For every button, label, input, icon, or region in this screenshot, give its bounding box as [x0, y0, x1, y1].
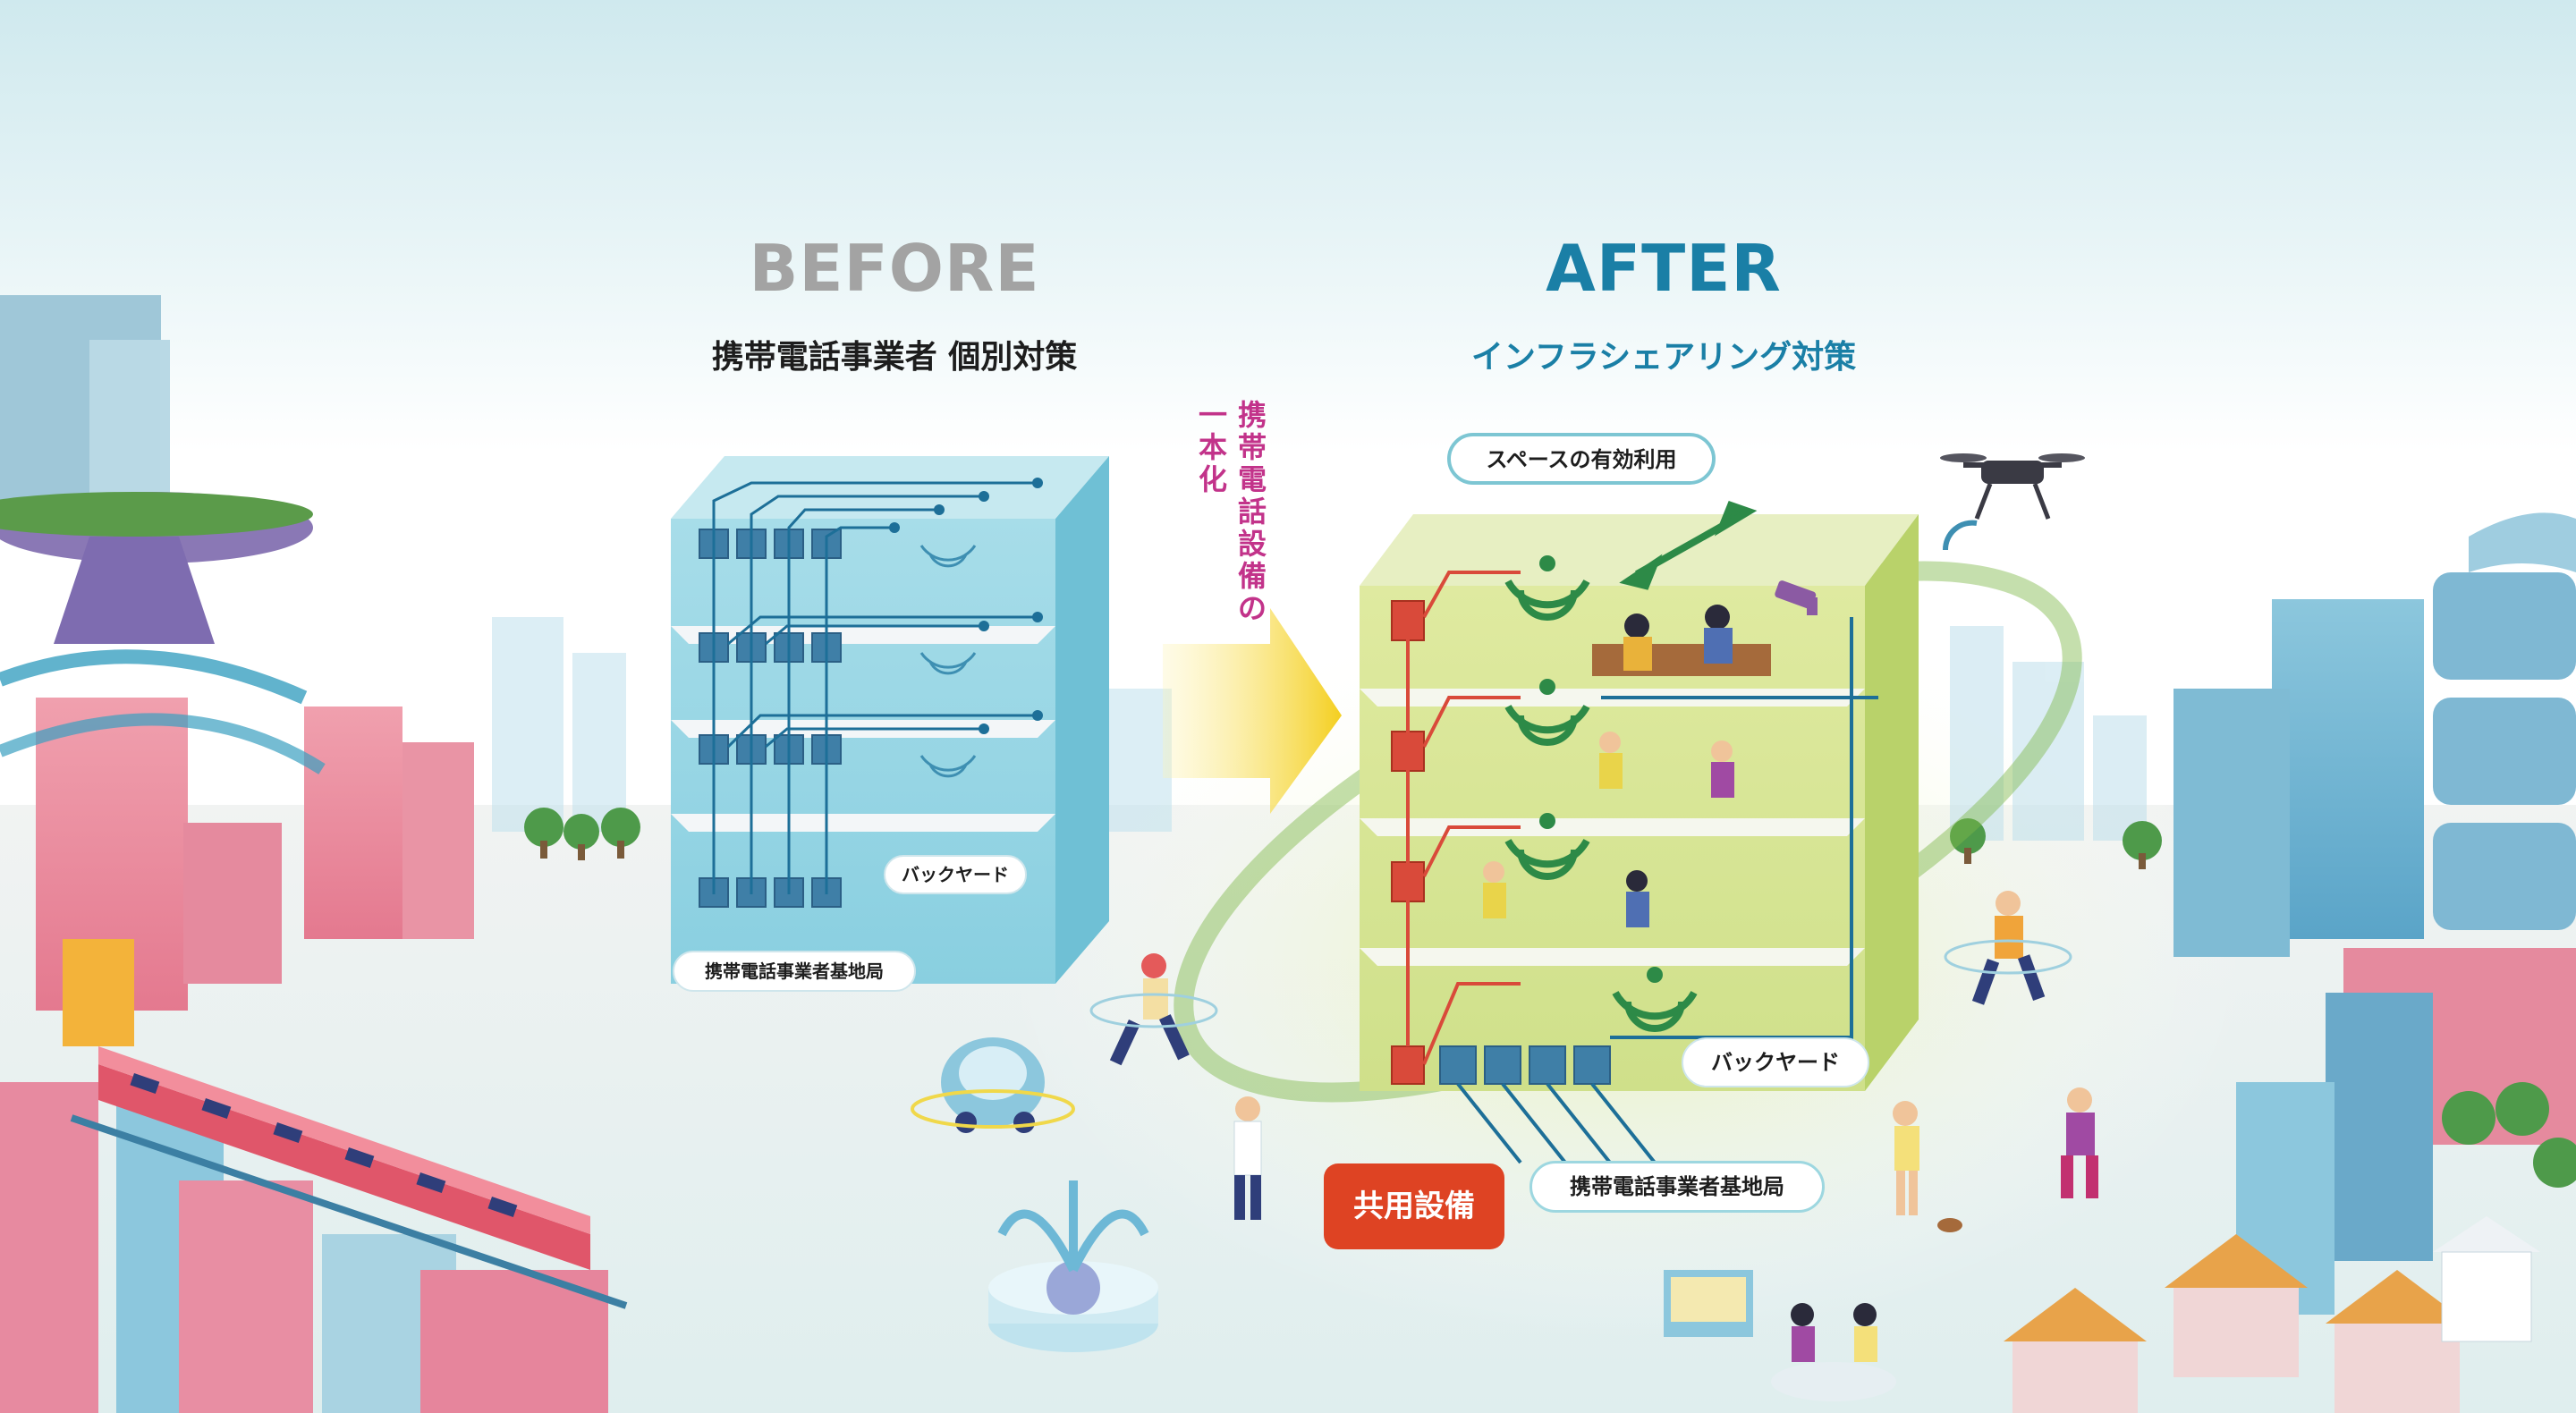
- before-base-station-label: 携帯電話事業者基地局: [673, 951, 916, 992]
- after-base-station-label: 携帯電話事業者基地局: [1530, 1161, 1825, 1213]
- cctv-camera-icon: [1775, 580, 1818, 615]
- wifi-signal-icon: [1504, 579, 1698, 1032]
- fountain-icon: [988, 1180, 1158, 1352]
- before-subtitle: 携帯電話事業者 個別対策: [711, 339, 1078, 376]
- people-in-building: [1483, 732, 1734, 927]
- after-building: [1174, 500, 2082, 1164]
- double-arrow-icon: [1619, 500, 1758, 590]
- pod-vehicle: [911, 1037, 1075, 1133]
- tree-icon: [524, 808, 2162, 869]
- after-title: AFTER: [1546, 231, 1782, 306]
- drone-icon: [1940, 453, 2085, 551]
- after-subtitle: インフラシェアリング対策: [1470, 339, 1857, 376]
- right-city: [2004, 512, 2576, 1413]
- person-right-2: [2061, 1087, 2098, 1198]
- before-backyard-label: バックヤード: [884, 855, 1027, 894]
- person-right-1: [1944, 891, 2072, 1005]
- transition-arrow: [1163, 608, 1342, 814]
- person-with-dog: [1893, 1101, 1962, 1232]
- person-running-left: [1089, 953, 1218, 1066]
- person-walking-left: [1233, 1096, 1262, 1220]
- wifi-signal-icon: [919, 545, 977, 778]
- before-title: BEFORE: [749, 231, 1040, 306]
- after-backyard-label: バックヤード: [1682, 1037, 1869, 1087]
- before-building: [671, 456, 1109, 984]
- left-city: [0, 295, 608, 1413]
- shared-equipment-label: 共用設備: [1324, 1163, 1504, 1249]
- transition-label-line1: 携帯電話設備の: [1237, 398, 1267, 625]
- people-sitting: [1664, 1270, 1896, 1401]
- space-utilization-label: スペースの有効利用: [1447, 433, 1716, 485]
- train-icon: [70, 1046, 628, 1309]
- transition-label-line2: 一本化: [1198, 398, 1227, 496]
